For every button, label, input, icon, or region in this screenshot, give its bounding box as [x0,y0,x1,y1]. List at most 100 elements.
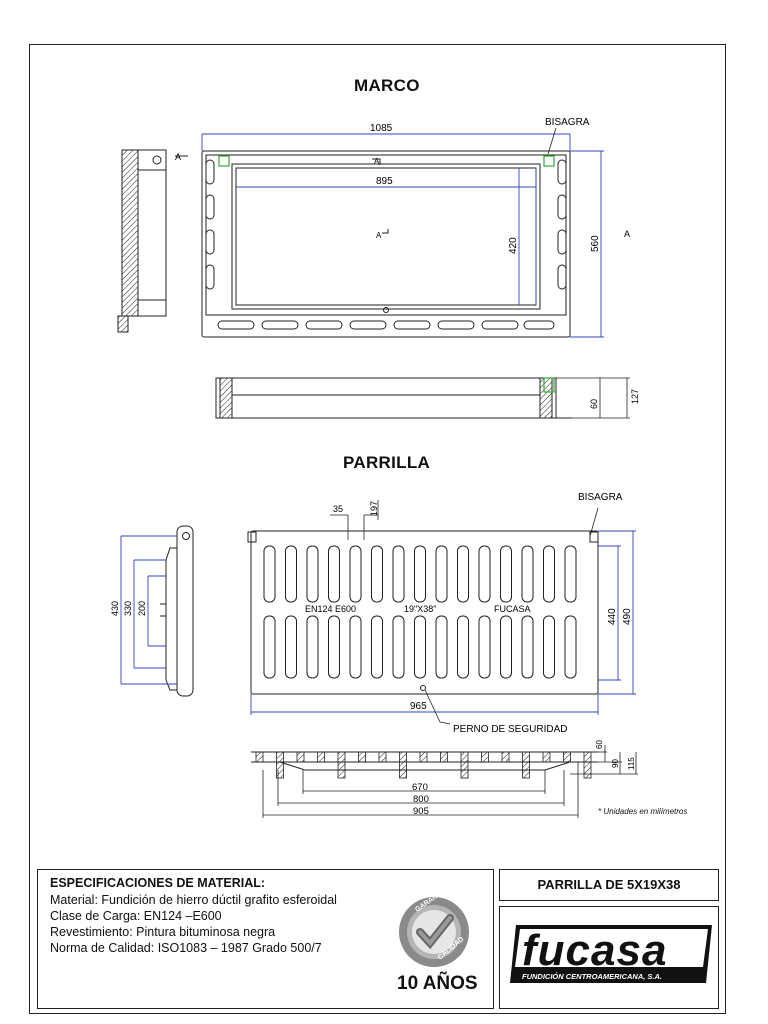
parrilla-title: PARRILLA [343,453,431,472]
spec-coating: Revestimiento: Pintura bituminosa negra [50,925,276,939]
grate-slot [392,545,405,603]
dim-1085: 1085 [370,123,393,134]
grate-section-bar [583,751,592,779]
grate-slot [564,545,577,603]
perno-label: PERNO DE SEGURIDAD [453,724,567,735]
spec-material: Material: Fundición de hierro dúctil gra… [50,893,337,907]
marco-section-view [215,377,572,419]
bisagra-label-marco: BISAGRA [545,117,590,128]
bisagra-label-parrilla: BISAGRA [578,492,623,503]
grate-section-bar [522,751,530,779]
dim-560: 560 [590,235,601,252]
dim-670: 670 [412,782,428,793]
fucasa-logo: fucasa FUNDICIÓN CENTROAMERICANA, S.A. [510,925,712,983]
grate-slot [263,615,276,679]
dim-905: 905 [413,806,429,817]
parrilla-side-view [160,525,194,697]
grate-section-bar [296,751,305,763]
dim-330: 330 [123,601,133,616]
parrilla-slots [263,545,577,679]
section-a-label-center: A [376,231,382,240]
grate-section-bar [542,751,551,763]
grate-slot [457,615,469,679]
grate-slot [564,615,577,679]
grate-section-bar [358,751,366,763]
drawing-canvas: A [110,117,640,818]
section-a-label-left: A [175,152,181,162]
grate-slot [500,615,512,679]
brand-tagline: FUNDICIÓN CENTROAMERICANA, S.A. [522,972,662,981]
dim-60-marco: 60 [589,399,599,409]
grate-slot [543,615,555,679]
grate-section-bar [481,751,489,763]
grate-section-bar [337,751,346,779]
grate-slot [435,545,448,603]
grate-slot [543,545,555,603]
dim-90: 90 [611,759,620,768]
section-a-label-right: A [624,229,630,239]
grate-section-bar [501,751,510,763]
dim-35: 35 [333,504,343,514]
parrilla-section-teeth [255,751,592,779]
dim-127: 127 [630,389,640,404]
grate-slot [328,545,340,603]
grate-marking-en124: EN124 E600 [305,604,356,614]
dim-800: 800 [413,794,429,805]
grate-slot [371,545,383,603]
brand-logo-box: fucasa FUNDICIÓN CENTROAMERICANA, S.A. [499,906,719,1009]
warranty-seal-icon: GARANTÍA CALIDAD [399,894,469,967]
grate-section-bar [399,751,407,779]
parrilla-slot-dims [330,500,379,540]
marco-dimension-lines [201,133,604,338]
parrilla-top-view [247,530,599,695]
dim-200: 200 [137,601,147,616]
brand-wordmark: fucasa [522,926,667,975]
grate-slot [478,615,491,679]
grate-slot [521,545,534,603]
grate-section-bar [563,751,571,763]
spec-heading: ESPECIFICACIONES DE MATERIAL: [50,876,266,890]
dim-965: 965 [410,701,427,712]
grate-slot [457,545,469,603]
grate-slot [478,545,491,603]
grate-section-bar [460,751,469,779]
parrilla-top-dims [250,530,636,715]
grate-slot [263,545,276,603]
product-name-box: PARRILLA DE 5X19X38 [499,869,719,901]
grate-section-bar [255,751,264,763]
grate-slot [285,615,297,679]
dim-430: 430 [110,601,120,616]
grate-slot [371,615,383,679]
dim-895: 895 [376,176,393,187]
grate-section-bar [276,751,284,779]
spec-load-class: Clase de Carga: EN124 –E600 [50,909,222,923]
sheet-border [29,44,726,1014]
warranty-years: 10 AÑOS [397,973,478,994]
spec-quality: Norma de Calidad: ISO1083 – 1987 Grado 5… [50,941,322,955]
section-a-label-top: A [374,157,380,166]
grate-marking-fucasa: FUCASA [494,604,531,614]
parrilla-side-dims [120,535,177,685]
marco-title: MARCO [354,76,420,95]
marco-hinges [218,155,555,167]
grate-slot [328,615,340,679]
dim-440: 440 [607,608,618,625]
grate-slot [306,615,319,679]
grate-section-bar [317,751,325,763]
grate-slot [392,615,405,679]
specifications-box: ESPECIFICACIONES DE MATERIAL: Material: … [37,869,494,1009]
grate-slot [349,545,362,603]
grate-slot [414,545,426,603]
grate-slot [349,615,362,679]
dim-420: 420 [508,237,519,254]
grate-section-bar [440,751,448,763]
grate-slot [435,615,448,679]
grate-slot [521,615,534,679]
grate-section-bar [378,751,387,763]
dim-197: 197 [369,501,379,516]
parrilla-section-dims [262,745,638,818]
grate-slot [500,545,512,603]
grate-slot [414,615,426,679]
grate-section-bar [419,751,428,763]
